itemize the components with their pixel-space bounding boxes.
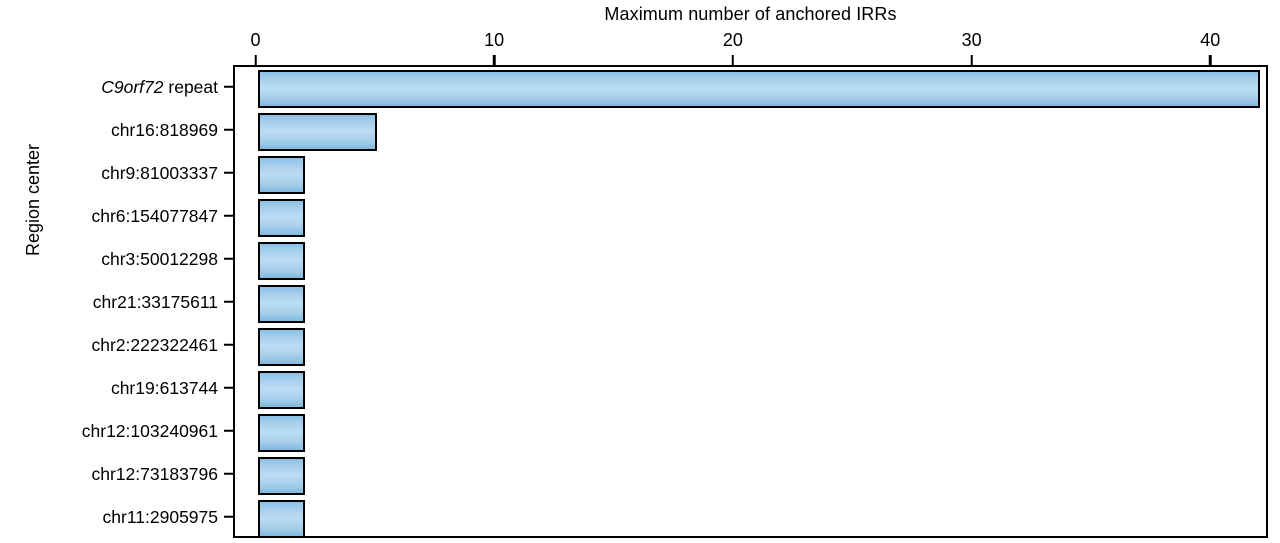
y-tick-label: chr3:50012298 [101,248,218,269]
x-tick-mark [970,55,973,65]
y-tick-mark [224,515,234,518]
x-tick-label: 40 [1200,30,1221,50]
x-tick-mark [254,55,257,65]
y-tick-mark [224,85,234,88]
gene-name: C9orf72 [101,76,164,97]
x-tick-label: 0 [250,30,261,50]
y-tick-mark [224,257,234,260]
bar [257,413,306,452]
y-axis-title: Region center [23,143,43,257]
y-tick-label: chr12:103240961 [81,420,218,441]
bar [257,155,306,194]
y-tick-label: chr16:818969 [110,119,218,140]
y-tick-mark [224,343,234,346]
x-tick-mark [1209,55,1212,65]
y-tick-label: chr12:73183796 [91,463,219,484]
plot-area [233,65,1268,538]
x-tick-mark [731,55,735,65]
x-axis-title: Maximum number of anchored IRRs [604,4,897,24]
bar [257,284,306,323]
y-tick-label: chr19:613744 [110,377,218,398]
x-tick-label: 20 [722,30,743,50]
bar [257,327,306,366]
y-tick-mark [224,386,234,389]
y-tick-mark [224,429,234,432]
y-tick-label: chr21:33175611 [92,291,218,312]
y-tick-label: C9orf72 repeat [101,77,218,97]
y-tick-mark [224,300,234,303]
bar [257,456,306,495]
label-suffix: repeat [163,76,218,97]
bar [257,112,377,151]
y-tick-mark [224,214,234,217]
bar [257,241,306,280]
y-tick-label: chr2:222322461 [91,334,219,355]
y-tick-label: chr11:2905975 [102,506,218,527]
y-tick-mark [224,472,234,475]
x-tick-label: 10 [484,30,505,50]
bar [257,499,306,538]
y-tick-mark [224,128,234,131]
y-tick-mark [224,171,234,174]
bar [257,69,1261,108]
bar [257,198,306,237]
x-tick-mark [492,55,496,65]
y-tick-label: chr6:154077847 [91,205,219,226]
x-tick-label: 30 [961,30,982,50]
bar [257,370,306,409]
y-tick-label: chr9:81003337 [101,162,218,183]
